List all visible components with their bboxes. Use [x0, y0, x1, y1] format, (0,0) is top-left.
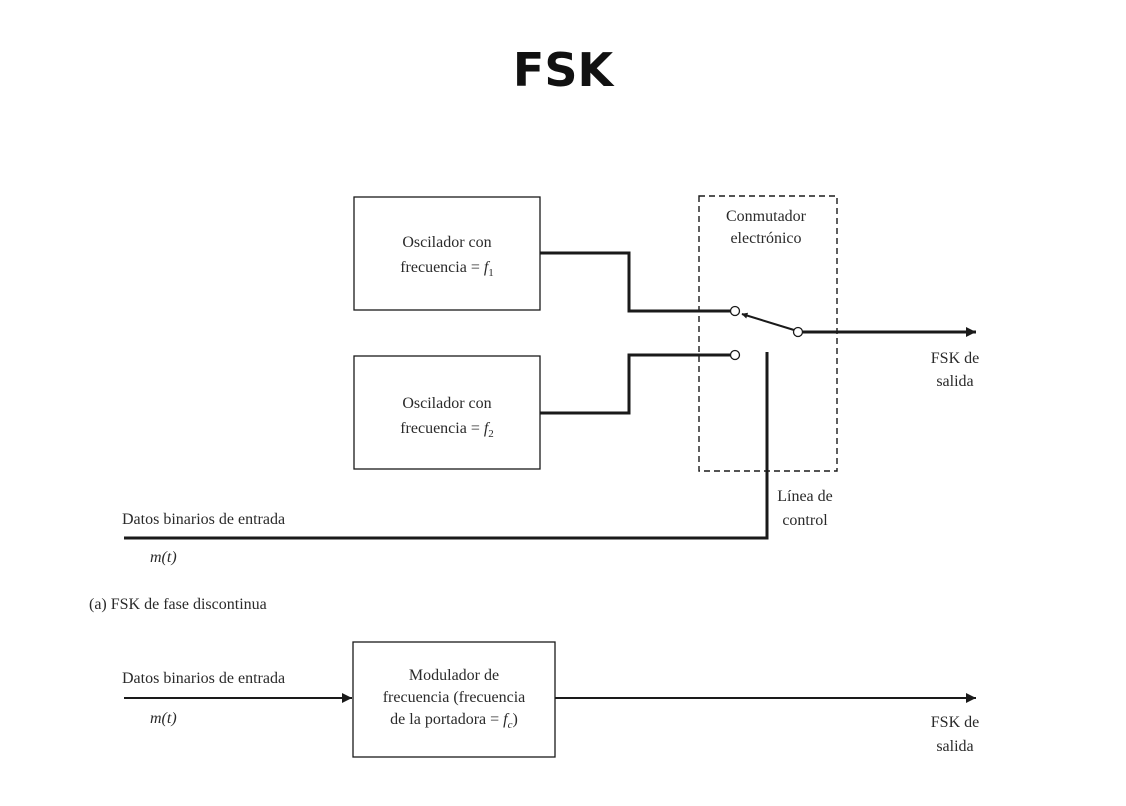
output-label-a-line1: FSK de — [931, 350, 979, 367]
diagram-a: Oscilador con frecuencia = f1 Oscilador … — [89, 195, 979, 613]
oscillator-2-line2: frecuencia = f2 — [400, 420, 494, 440]
control-label-line1: Línea de — [777, 488, 833, 505]
diagram-b: Datos binarios de entrada m(t) Modulador… — [122, 641, 979, 758]
oscillator-2-line1: Oscilador con — [402, 395, 491, 412]
modulator-line2: frecuencia (frecuencia — [383, 689, 526, 706]
oscillator-2-block: Oscilador con frecuencia = f2 — [353, 355, 541, 470]
switch-terminal-output — [792, 326, 804, 338]
page-title: FSK — [512, 43, 614, 97]
control-label-line2: control — [782, 512, 828, 529]
modulator-line3: de la portadora = fc) — [390, 711, 518, 731]
caption-a: (a) FSK de fase discontinua — [89, 596, 267, 613]
oscillator-1-line1: Oscilador con — [402, 234, 491, 251]
modulator-block: Modulador de frecuencia (frecuencia de l… — [352, 641, 556, 758]
input-signal-b: m(t) — [150, 710, 177, 727]
input-label-b: Datos binarios de entrada — [122, 670, 285, 687]
switch-label-line2: electrónico — [730, 230, 801, 247]
control-line — [124, 352, 769, 540]
output-label-a-line2: salida — [936, 373, 973, 390]
output-label-b-line2: salida — [936, 738, 973, 755]
input-signal-a: m(t) — [150, 549, 177, 566]
oscillator-2-wire — [540, 353, 731, 415]
switch-arm — [741, 312, 795, 331]
output-label-b-line1: FSK de — [931, 714, 979, 731]
input-label-a: Datos binarios de entrada — [122, 511, 285, 528]
oscillator-1-wire — [540, 251, 731, 313]
oscillator-1-line2: frecuencia = f1 — [400, 259, 494, 279]
modulator-line1: Modulador de — [409, 667, 499, 684]
switch-terminal-2 — [729, 349, 741, 361]
switch-label-line1: Conmutador — [726, 208, 807, 225]
oscillator-1-block: Oscilador con frecuencia = f1 — [353, 196, 541, 311]
switch-terminal-1 — [729, 305, 741, 317]
electronic-switch: Conmutador electrónico — [698, 195, 838, 472]
